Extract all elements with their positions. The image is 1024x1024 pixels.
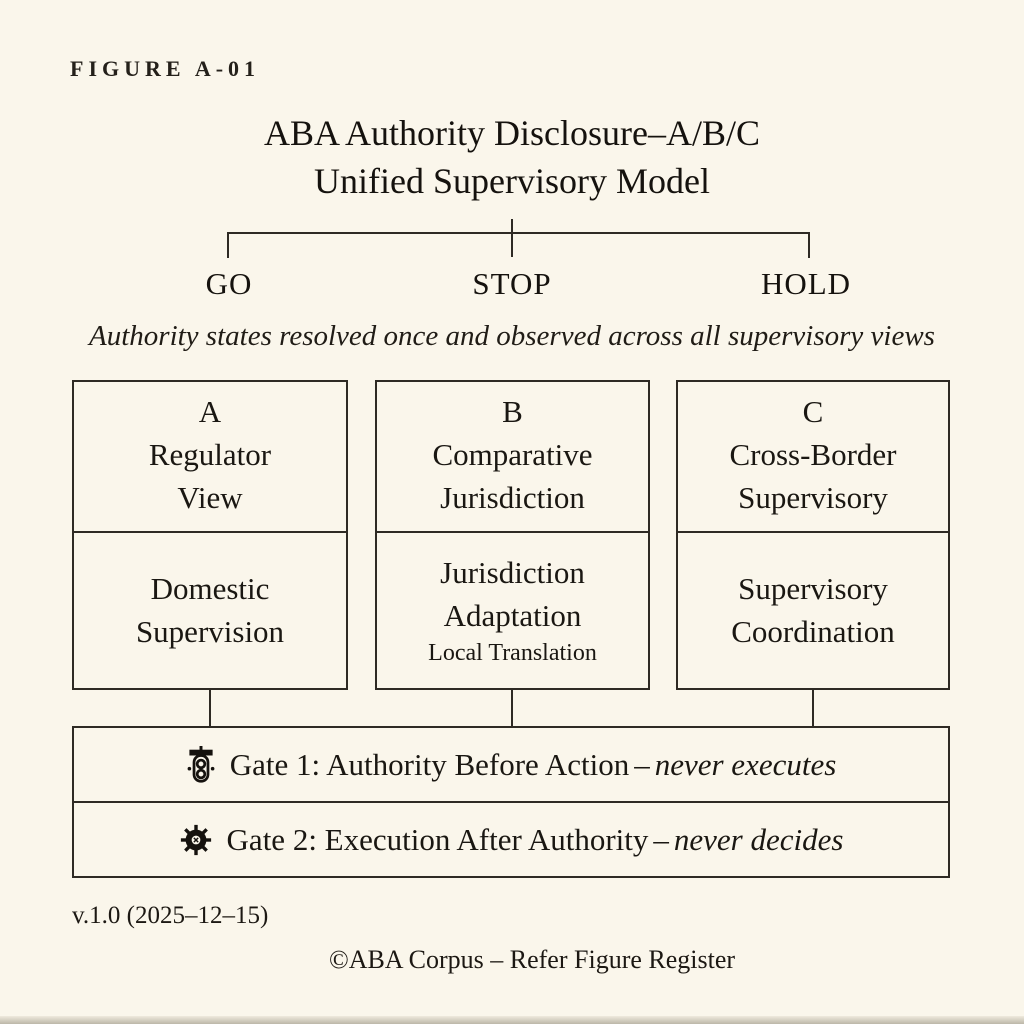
column-b-body: Jurisdiction Adaptation Local Translatio…	[377, 533, 648, 688]
column-a-title-line2: View	[177, 479, 243, 515]
column-a-body: Domestic Supervision	[74, 533, 346, 688]
column-c-body: Supervisory Coordination	[678, 533, 948, 688]
column-b-connector	[511, 690, 513, 726]
column-a-body-line1: Domestic	[150, 570, 270, 606]
gate-2-label: Gate 2: Execution After Authority	[226, 821, 649, 857]
column-c-box: C Cross-Border Supervisory Supervisory C…	[676, 380, 950, 690]
figure-title-line2: Unified Supervisory Model	[314, 160, 710, 201]
column-b-note: Local Translation	[428, 639, 597, 666]
column-a-header: A Regulator View	[74, 382, 346, 533]
column-b-letter: B	[502, 394, 523, 429]
gear-icon	[179, 823, 213, 857]
column-c-body-line1: Supervisory	[738, 570, 888, 606]
state-hold: HOLD	[760, 266, 852, 301]
column-c-title-line2: Supervisory	[738, 479, 888, 515]
column-a-body-line2: Supervision	[135, 613, 285, 649]
figure-subtitle: Authority states resolved once and obser…	[89, 320, 935, 352]
gate-1-dash: –	[634, 746, 650, 782]
column-b-body-line1: Jurisdiction	[440, 555, 585, 591]
column-b-body-line2: Adaptation	[443, 597, 582, 633]
connector-center-vertical	[511, 219, 513, 257]
column-b-title-line1: Comparative	[432, 436, 593, 472]
gate-2-dash: –	[653, 821, 669, 857]
column-c-header: C Cross-Border Supervisory	[678, 382, 948, 533]
column-a-box: A Regulator View Domestic Supervision	[72, 380, 348, 690]
connector-left-stub	[227, 232, 229, 258]
column-b-title-line2: Jurisdiction	[440, 479, 585, 515]
figure-title-line1: ABA Authority Disclosure–A/B/C	[263, 113, 761, 153]
connector-right-stub	[808, 232, 810, 258]
state-go: GO	[205, 266, 253, 301]
copyright-label: ©ABA Corpus – Refer Figure Register	[328, 945, 736, 974]
figure-label: FIGURE A-01	[70, 56, 261, 81]
gate-1-emphasis: never executes	[654, 746, 837, 782]
traffic-light-icon	[186, 745, 216, 784]
gate-2-emphasis: never decides	[673, 821, 844, 857]
version-label: v.1.0 (2025–12–15)	[72, 902, 269, 929]
page-edge-shadow	[0, 1016, 1024, 1024]
state-stop: STOP	[472, 266, 552, 301]
column-a-letter: A	[198, 394, 222, 429]
figure-title: ABA Authority Disclosure–A/B/C Unified S…	[0, 110, 1024, 205]
gates-box: Gate 1: Authority Before Action – never …	[72, 726, 950, 878]
connector-horizontal	[227, 232, 810, 234]
column-c-title-line1: Cross-Border	[729, 436, 897, 472]
column-c-letter: C	[802, 394, 824, 429]
column-c-body-line2: Coordination	[731, 613, 895, 649]
column-c-connector	[812, 690, 814, 726]
column-b-box: B Comparative Jurisdiction Jurisdiction …	[375, 380, 650, 690]
gate-1-label: Gate 1: Authority Before Action	[229, 746, 630, 782]
column-a-title-line1: Regulator	[148, 436, 272, 472]
gate-2-row: Gate 2: Execution After Authority – neve…	[74, 801, 948, 876]
column-b-header: B Comparative Jurisdiction	[377, 382, 648, 533]
column-a-connector	[209, 690, 211, 726]
gate-1-row: Gate 1: Authority Before Action – never …	[74, 728, 948, 801]
